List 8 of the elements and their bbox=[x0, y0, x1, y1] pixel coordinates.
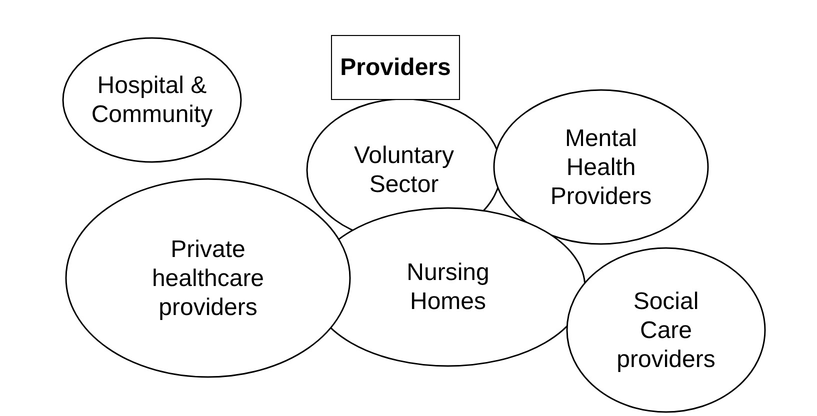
node-label: Voluntary Sector bbox=[352, 141, 456, 199]
node-label: Mental Health Providers bbox=[549, 124, 653, 210]
heading-box bbox=[331, 35, 460, 100]
heading-text: Providers bbox=[340, 54, 451, 82]
node-label: Social Care providers bbox=[616, 286, 716, 374]
node-label: Hospital & Community bbox=[90, 71, 214, 129]
node-label: Private healthcare providers bbox=[150, 234, 266, 322]
node-label: Nursing Homes bbox=[406, 258, 490, 316]
